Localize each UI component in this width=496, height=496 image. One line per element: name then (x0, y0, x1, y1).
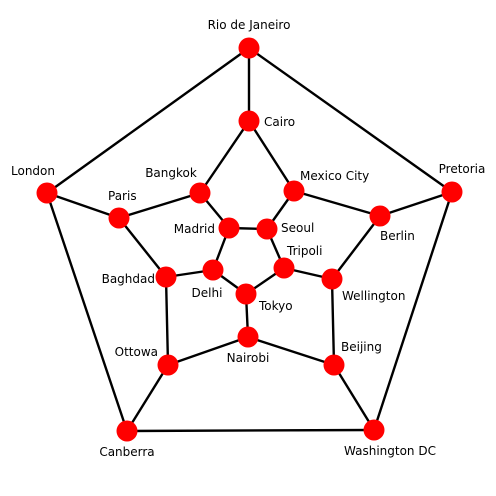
node-baghdad (155, 266, 177, 288)
node-madrid (218, 217, 240, 239)
graph-nodes (36, 37, 463, 442)
node-london (36, 182, 58, 204)
label-berlin: Berlin (380, 229, 415, 243)
edge-rio-pretoria (247, 46, 454, 194)
label-rio: Rio de Janeiro (208, 18, 291, 32)
edge-cairo-mexico (247, 119, 296, 193)
node-nairobi (237, 326, 259, 348)
node-paris (108, 207, 130, 229)
label-wellington: Wellington (342, 289, 405, 303)
edge-paris-bangkok (117, 191, 202, 220)
edge-mexico-berlin (292, 189, 382, 218)
label-paris: Paris (108, 189, 137, 203)
edge-pretoria-washington (372, 190, 454, 432)
node-beijing (323, 354, 345, 376)
node-cairo (238, 110, 260, 132)
edge-london-paris (45, 191, 121, 220)
node-wellington (321, 268, 343, 290)
edge-wellington-beijing (330, 277, 336, 367)
edge-washington-canberra (125, 428, 376, 433)
node-ottowa (157, 354, 179, 376)
edge-berlin-wellington (330, 214, 382, 281)
edge-bangkok-cairo (198, 119, 251, 195)
label-cairo: Cairo (264, 115, 295, 129)
node-tripoli (273, 257, 295, 279)
label-seoul: Seoul (281, 221, 314, 235)
edge-washington-beijing (332, 363, 376, 432)
edge-ottowa-baghdad (164, 275, 170, 367)
node-mexico (283, 180, 305, 202)
label-tokyo: Tokyo (258, 299, 293, 313)
node-seoul (256, 218, 278, 240)
label-ottowa: Ottowa (115, 345, 158, 359)
label-madrid: Madrid (174, 222, 215, 236)
node-canberra (116, 420, 138, 442)
label-washington: Washington DC (344, 444, 436, 458)
label-pretoria: Pretoria (439, 162, 486, 176)
edge-baghdad-paris (117, 216, 168, 279)
node-bangkok (189, 182, 211, 204)
label-baghdad: Baghdad (102, 272, 155, 286)
node-pretoria (441, 181, 463, 203)
node-berlin (369, 205, 391, 227)
node-rio (238, 37, 260, 59)
label-tripoli: Tripoli (286, 244, 322, 258)
edge-london-rio (45, 46, 251, 195)
edge-canberra-ottowa (125, 363, 170, 433)
node-washington (363, 419, 385, 441)
label-canberra: Canberra (99, 445, 154, 459)
label-bangkok: Bangkok (145, 166, 197, 180)
label-nairobi: Nairobi (227, 351, 270, 365)
edge-nairobi-ottowa (166, 335, 250, 367)
node-delhi (202, 259, 224, 281)
node-tokyo (235, 283, 257, 305)
label-london: London (11, 164, 55, 178)
label-beijing: Beijing (341, 340, 382, 354)
edge-pretoria-berlin (378, 190, 454, 218)
edge-canberra-london (45, 191, 129, 433)
edge-beijing-nairobi (246, 335, 336, 367)
label-mexico: Mexico City (300, 169, 369, 183)
label-delhi: Delhi (192, 286, 223, 300)
